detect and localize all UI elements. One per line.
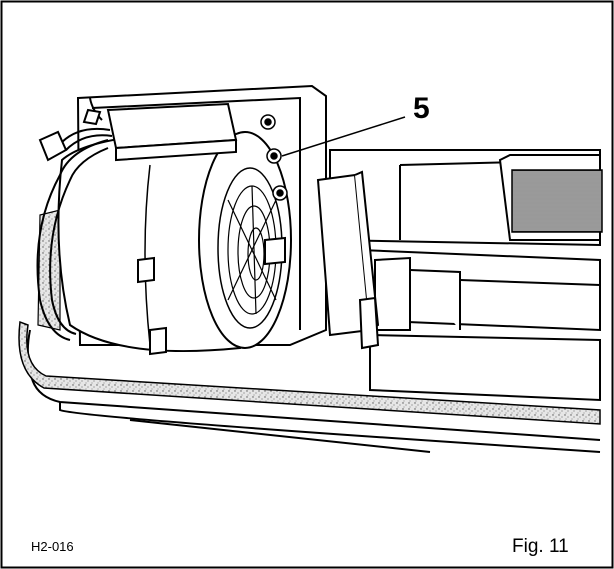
fan-grille (227, 185, 277, 315)
wiring-harness (36, 97, 113, 341)
filter-grille (511, 169, 603, 233)
plug-connector (38, 108, 102, 162)
mounting-screws (260, 114, 288, 201)
divider-plate (316, 170, 380, 350)
drawing-code: H2-016 (31, 539, 74, 554)
blower-motor (57, 130, 292, 356)
callout-label-5: 5 (413, 92, 430, 125)
electrical-connector (106, 102, 238, 162)
callout-leader-line (281, 116, 406, 157)
figure-caption: Fig. 11 (512, 536, 569, 557)
seal-strip (18, 209, 601, 425)
housing-interior (329, 149, 603, 402)
